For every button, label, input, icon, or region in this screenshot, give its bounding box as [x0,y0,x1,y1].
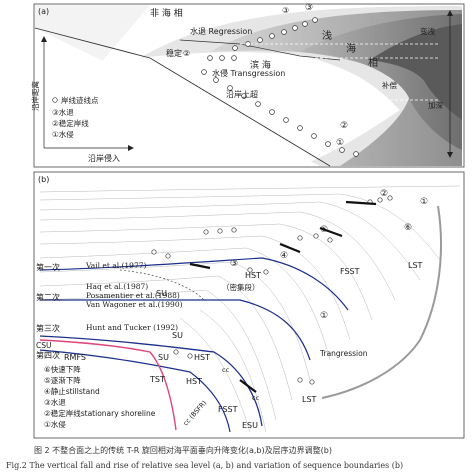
label-shallowing: 变浅 [420,26,435,36]
ref-vail: Vail et al.(1977) [85,261,146,270]
label-bottom: 沿岸侵入 [88,153,120,163]
shoreline-trajectory [34,27,331,167]
gray-curve [321,205,442,399]
label-su-3: SU [158,353,169,362]
b-circle-6: ⑥ [404,223,412,233]
ref-hunt: Hunt and Tucker (1992) [86,323,178,332]
panel-b-frame [33,171,465,439]
label-transgression-b: Trangression [319,349,368,358]
b-circle-5: ⑤ [320,225,328,235]
su-line-3 [39,335,263,427]
label-bin-hai: 滨 海 [250,59,271,71]
label-non-marine: 非 海 相 [150,7,183,19]
panel-a-legend: 岸线迹线点 ③水退 ②稳定岸线 ①水侵 [52,95,99,139]
b-circle-1-mid: ① [320,311,328,321]
label-aggradation: 沿岸上超 [226,89,258,99]
panel-a-land [35,5,462,166]
label-shallow-1: 浅 [322,29,332,42]
coastal-axis-arrow [128,145,134,151]
panel-b-legend: ⑥快速下降 ⑤逐渐下降 ④静止stillstand ③水退 ②稳定岸线stati… [44,364,156,429]
su-line-4 [39,349,231,433]
legend-b-6: ⑥快速下降 [44,364,81,374]
legend-a-2: ②稳定岸线 [52,118,89,128]
shoreline-points [201,17,359,157]
b-circle-3: ③ [230,259,238,269]
label-compensation: 补偿 [382,80,397,90]
legend-b-5: ⑤逐渐下降 [44,375,81,385]
panel-b: (b) ② ① ⑥ ⑤ ④ ③ ① HST （密集段） FSST LST SU … [33,171,465,439]
ref-posa: Posamentier et al.(1988) [86,291,180,300]
sea-level-axis-arrow [41,36,47,42]
legend-b-1: ①水侵 [44,419,66,429]
label-cc-2: cc [252,394,260,402]
label-lst-top: LST [408,261,423,270]
label-esu: ESU [242,421,258,430]
label-hst-bot: HST [194,353,210,362]
label-hst-top: HST [245,271,261,280]
label-gen-2: 第二次 [36,292,60,302]
label-fsst-top: FSST [340,267,360,276]
panel-a-wedge-darkest [370,24,462,120]
label-su-2: SU [172,331,183,340]
caption-en: Fig.2 The vertical fall and rise of rela… [6,461,403,470]
label-csu: CSU [36,341,52,350]
label-gen-3: 第三次 [36,323,60,333]
label-dense: （密集段） [222,282,260,292]
label-regression-num: ③ [282,6,289,15]
label-shallow-3: 相 [368,56,378,69]
b-circle-2: ② [380,189,388,199]
legend-a-3: ③水退 [52,107,74,117]
label-cc-1: cc [222,366,230,374]
b-dark-segments [189,200,377,393]
panel-a: ③ ② ① (a) 非 海 相 水退 Regression ③ 浅 海 相 稳定… [30,3,465,168]
label-shallow-2: 海 [346,42,356,55]
b-circle-4: ④ [280,251,288,261]
legend-a-1: ①水侵 [52,129,74,139]
ref-vanw: Van Wagoner et al.(1990) [85,300,183,309]
clinoform-lines [39,185,461,433]
dashed-surface [119,269,205,301]
panel-a-lower-wedge [35,28,320,166]
label-gen-4: 第四次 [36,350,60,360]
legend-a-points: 岸线迹线点 [61,95,99,105]
label-fsst-bot: FSST [218,405,238,414]
label-tst: TST [149,375,165,384]
rmfs-line [39,339,177,431]
right-axis-arrow-up [447,10,453,16]
label-transgression: 水侵 Transgression [212,68,285,78]
su-line-2 [39,299,311,361]
label-gen-1: 第一次 [36,262,60,272]
label-stable: 稳定 [166,48,182,58]
label-regression: 水退 Regression [190,26,252,36]
circle-bot: ① [336,138,344,148]
panel-a-tag: (a) [38,7,49,16]
right-axis-arrow-down [447,152,453,158]
label-hst-bot2: HST [186,377,202,386]
label-sea-level-axis: 沿岸距离 [30,81,40,111]
circle-mid: ② [340,121,348,131]
label-deepening: 加深 [428,100,443,110]
su-line-1 [39,257,349,311]
b-circle-1-top: ① [420,197,428,207]
legend-b-2: ②稳定岸线stationary shoreline [44,408,156,418]
panel-b-tag: (b) [38,175,49,184]
circle-top: ③ [305,3,313,13]
label-lst-bot: LST [302,395,317,404]
label-su-1: SU [156,289,167,298]
caption-cn: 图 2 不整合面之上的传统 T-R 旋回相对海平面垂向升降变化(a,b)及层序边… [34,445,332,455]
legend-b-4: ④静止stillstand [44,386,100,396]
label-stable-num: ② [183,49,190,58]
ref-haq: Haq et al.(1987) [86,282,148,291]
legend-b-3: ③水退 [44,397,66,407]
label-rmfs: RMFS [64,353,86,362]
right-circles: ③ ② ① [305,3,348,148]
